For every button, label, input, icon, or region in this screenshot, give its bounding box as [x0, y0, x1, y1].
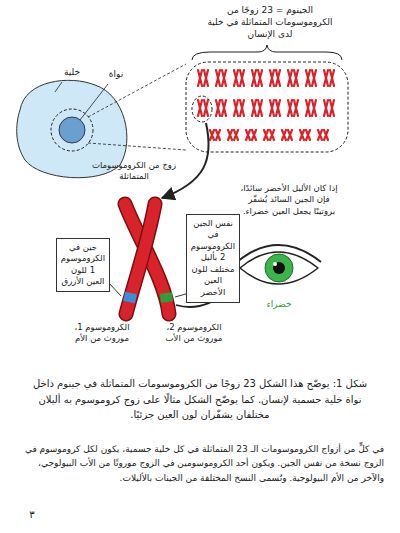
chromosome-glyph	[276, 70, 280, 86]
nucleus	[59, 117, 85, 143]
chromosome-glyph	[222, 100, 226, 116]
eye	[240, 252, 318, 284]
chromosome-glyph	[198, 100, 202, 116]
blue-allele-band	[129, 293, 131, 302]
chromosome-glyph	[324, 130, 328, 140]
chromosome-glyph	[252, 70, 256, 86]
chromosome-glyph	[216, 130, 220, 140]
chromosome-glyph	[324, 100, 328, 116]
chromosome-glyph	[234, 100, 238, 116]
chromosome-glyph	[294, 100, 298, 116]
genome-region	[186, 62, 348, 152]
iris	[265, 254, 293, 282]
genome-label: الجينوم = 23 زوجًا من الكروموسومات المتم…	[200, 4, 340, 40]
chromosome-glyph	[210, 130, 214, 140]
karyotype	[198, 70, 334, 140]
chromosome-glyph	[270, 130, 274, 140]
zoom-line	[88, 143, 186, 150]
nucleus-zoom-circle	[51, 109, 93, 151]
chromosome-glyph	[330, 100, 334, 116]
figure-caption: شكل 1: يوضّح هذا الشكل 23 زوجًا من الكرو…	[28, 376, 372, 423]
chromosome-glyph	[204, 100, 208, 116]
leader-line	[55, 82, 62, 92]
chromosome-glyph	[222, 70, 226, 86]
chromosome-glyph	[264, 130, 268, 140]
chromosome-label: الكروموسوم 2، موروث من الأب	[162, 322, 226, 345]
chromosome-glyph	[288, 70, 292, 86]
chromosome-2	[125, 204, 169, 314]
chromosome-glyph	[270, 100, 274, 116]
chromosome-glyph	[216, 100, 220, 116]
chromosome-2-outline	[125, 204, 169, 314]
chromosome-glyph	[294, 70, 298, 86]
callout-box: نفس الجين في الكروموسوم 2 بأليل مختلف لل…	[186, 214, 240, 303]
chromosome-glyph	[330, 70, 334, 86]
chromosome-glyph	[234, 70, 238, 86]
chromosome-glyph	[288, 100, 292, 116]
chromosome-glyph	[276, 100, 280, 116]
chromosome-glyph	[216, 70, 220, 86]
cell-label: خلية	[52, 66, 92, 78]
chromosome-glyph	[258, 100, 262, 116]
chromosome-glyph	[252, 100, 256, 116]
green-allele-band	[166, 293, 167, 302]
nucleus-label: نواة	[96, 68, 136, 80]
chromosome-glyph	[198, 70, 202, 86]
pair-label: زوج من الكروموسومات المتماثلة	[88, 160, 180, 183]
chromosome-1-outline	[126, 204, 155, 314]
chromosome-glyph	[306, 100, 310, 116]
chromosome-glyph	[228, 130, 232, 140]
callout-text: جين في الكروموسوم 1 للون العين الأزرق	[61, 242, 105, 288]
chromosome-glyph	[240, 70, 244, 86]
chromosome-glyph	[318, 130, 322, 140]
callout-box: جين في الكروموسوم 1 للون العين الأزرق	[56, 238, 110, 292]
leader-line	[80, 84, 108, 120]
chromosome-glyph	[258, 70, 262, 86]
page-number: ٣	[22, 508, 42, 522]
chromosome-glyph	[246, 130, 250, 140]
eye-highlight	[273, 262, 277, 266]
chromosome-1	[126, 204, 155, 314]
pupil	[273, 262, 285, 274]
chromosome-glyph	[300, 130, 304, 140]
pair-highlight	[192, 96, 212, 122]
chromosome-glyph	[312, 100, 316, 116]
callout-text: نفس الجين في الكروموسوم 2 بأليل مختلف لل…	[191, 218, 235, 298]
chromosome-glyph	[204, 70, 208, 86]
chromosome-glyph	[240, 100, 244, 116]
chromosome-glyph	[270, 70, 274, 86]
brace	[192, 45, 342, 60]
dominance-note: إذا كان الأليل الأخضر سائدًا، فإن الجين …	[238, 183, 340, 217]
chromosome-glyph	[324, 70, 328, 86]
chromosome-glyph	[282, 130, 286, 140]
chromosome-glyph	[312, 70, 316, 86]
chromosome-label: الكروموسوم 1، موروث من الأم	[70, 322, 134, 345]
chromosome-glyph	[234, 130, 238, 140]
zoom-line	[88, 64, 186, 117]
chromosome-glyph	[252, 130, 256, 140]
eye-color-label: خضراء	[255, 298, 303, 310]
chromosome-glyph	[306, 130, 310, 140]
chromosome-glyph	[288, 130, 292, 140]
body-paragraph: في كلٍّ من أزواج الكروموسومات الـ 23 الم…	[16, 442, 384, 485]
chromosome-glyph	[306, 70, 310, 86]
